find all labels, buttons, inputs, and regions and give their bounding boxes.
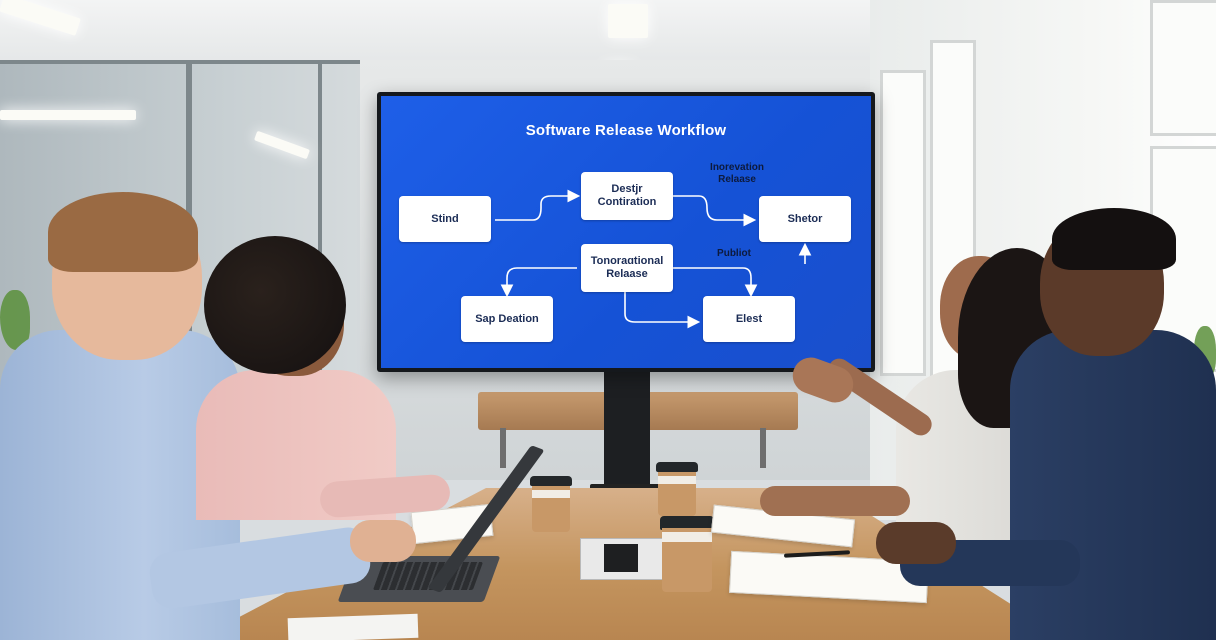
ceiling-light-reflection xyxy=(0,110,136,120)
arm xyxy=(760,486,910,516)
window-pane xyxy=(880,70,926,376)
diagram-edges xyxy=(495,189,812,329)
hand xyxy=(876,522,956,564)
short-hair xyxy=(1052,208,1176,270)
hand xyxy=(350,520,416,562)
window-pane xyxy=(1150,0,1216,136)
node-design: Destjr Contiration xyxy=(581,172,673,220)
node-start-label: Stind xyxy=(431,212,459,225)
diagram-title: Software Release Workflow xyxy=(525,122,727,139)
edge-design-to-shetor xyxy=(673,195,757,227)
background-table-leg xyxy=(760,428,766,468)
coffee-cup-sleeve xyxy=(662,532,712,542)
hair xyxy=(48,192,198,272)
node-sap: Sap Deation xyxy=(461,296,553,342)
node-shetor-label: Shetor xyxy=(787,212,823,225)
node-design-label: Destjr Contiration xyxy=(597,183,657,208)
node-elest: Elest xyxy=(703,296,795,342)
tv-monitor: Software Release Workflow Stind Des xyxy=(377,92,875,372)
edge-tonoral-to-sap xyxy=(500,267,577,298)
node-shetor: Shetor xyxy=(759,196,851,242)
conference-phone-display xyxy=(604,544,638,572)
node-elest-label: Elest xyxy=(735,312,763,325)
ceiling-light xyxy=(608,4,648,38)
coffee-cup-lid xyxy=(530,476,572,486)
workflow-diagram-screen: Software Release Workflow Stind Des xyxy=(381,96,871,368)
edge-tonoral-down-to-elest xyxy=(624,292,701,329)
node-start: Stind xyxy=(399,196,491,242)
edge-label-publiot: Publiot xyxy=(717,248,751,259)
monitor-stand xyxy=(604,372,650,490)
node-tonoral-label: Tonoraɑtional Relaase xyxy=(590,255,664,280)
navy-shirt xyxy=(1010,330,1216,640)
coffee-cup-sleeve xyxy=(532,490,570,498)
edge-label-innovation: Inorevation Relaase xyxy=(710,162,764,185)
coffee-cup-sleeve xyxy=(658,476,696,484)
coffee-cup-lid xyxy=(660,516,714,530)
edge-start-to-design xyxy=(495,189,581,221)
node-sap-label: Sap Deation xyxy=(475,312,539,325)
coffee-cup-lid xyxy=(656,462,698,472)
node-tonoral: Tonoraɑtional Relaase xyxy=(581,244,673,292)
background-table-leg xyxy=(500,428,506,468)
curly-hair xyxy=(204,236,346,374)
paper-sheet xyxy=(287,613,419,640)
edge-tonoral-to-elest xyxy=(673,267,758,298)
